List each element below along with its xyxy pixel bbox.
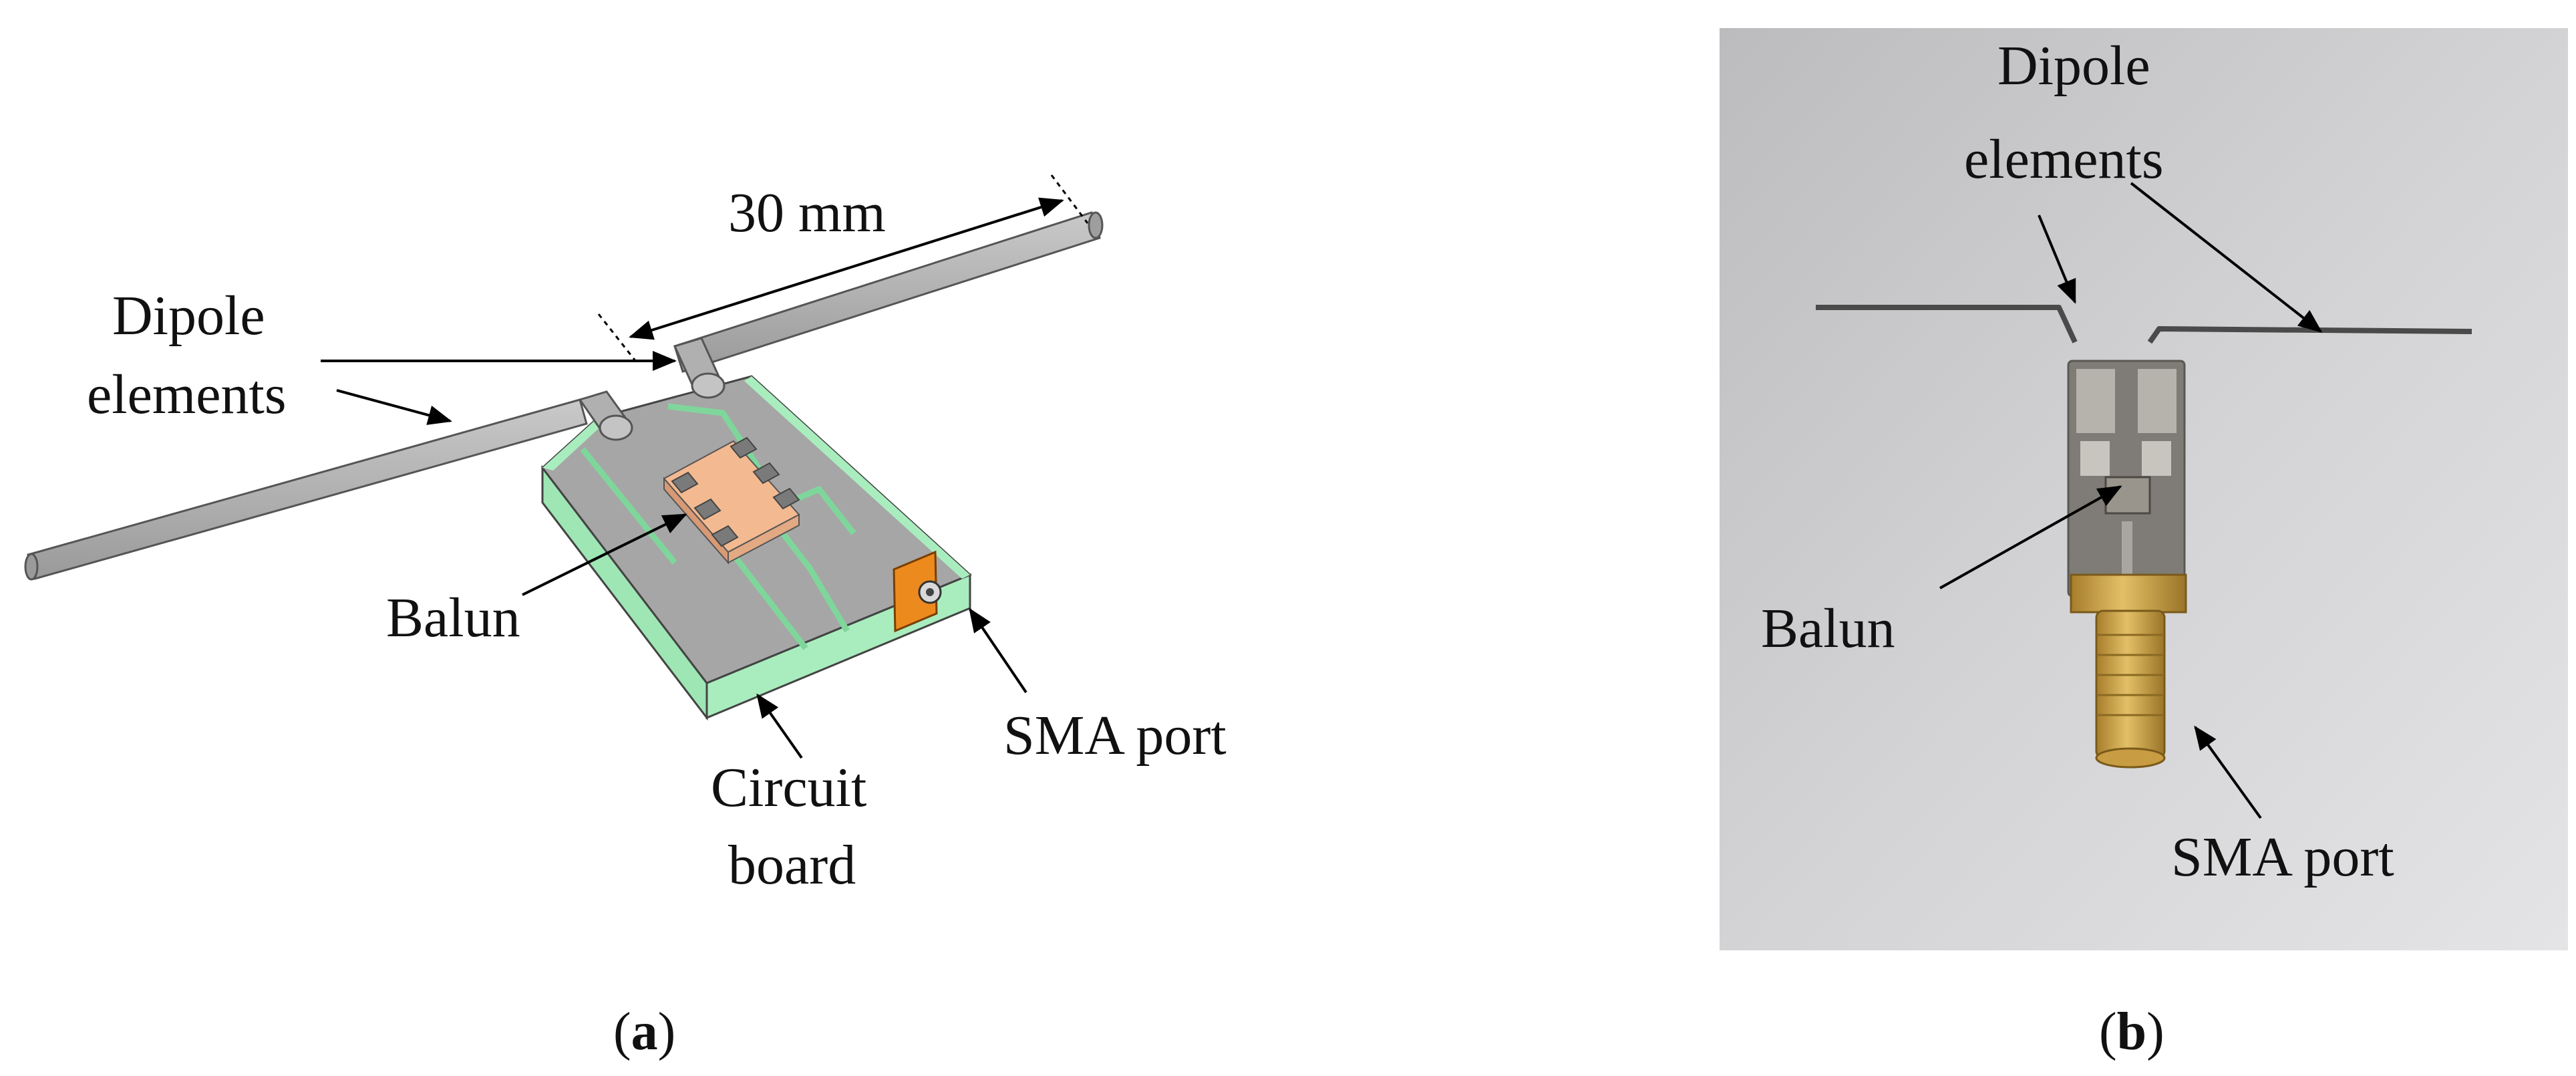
arrow-circuit-a [756,693,803,759]
label-dipole-elements-b: Dipole elements [1964,35,2323,333]
label-circuit-board-a: Circuit board [711,693,866,896]
dipole-rod-left [24,398,588,581]
arrow-dipole-b-2 [2130,182,2323,333]
label-sma-port-a: SMA port [969,608,1227,767]
label-balun-b-text: Balun [1761,597,1895,660]
panel-a-cad-model: 30 mm Dipole elements Balun SMA port Cir… [24,174,1227,1061]
label-dipole-elements-a: Dipole elements [87,285,677,426]
arrow-balun-b [1939,485,2122,589]
arrow-balun-a [522,513,687,596]
photo-sma-base [2070,573,2187,614]
photo-pcb-pad-4 [2142,441,2171,476]
photo-pcb-trace [2122,521,2132,588]
label-balun-b: Balun [1761,485,2122,660]
rod-right-end [1088,211,1104,239]
photo-sma-connector [2070,573,2187,769]
board-top-rim-left [542,418,605,470]
label-balun-text: Balun [386,587,520,649]
photo-pcb-pad-1 [2076,369,2115,433]
dimension-extension-left [597,313,640,366]
photo-sma-barrel [2095,610,2166,759]
label-sma-b-text: SMA port [2171,826,2394,888]
label-dipole-b-line1: Dipole [1997,35,2150,97]
balun-pad-1 [671,471,699,494]
balun-pad-2 [693,498,721,521]
label-balun-a: Balun [386,513,687,649]
sma-flange [893,550,938,633]
label-sma-text: SMA port [1003,704,1227,767]
dimension-label: 30 mm [728,182,886,244]
photo-wire-right [2147,326,2472,344]
label-dipole-b-line2: elements [1964,128,2164,190]
photo-pcb [2067,360,2186,597]
label-dipole-line1: Dipole [112,285,265,347]
arrow-dipole-b-1 [2038,215,2076,304]
sma-connector [893,550,942,633]
rod-left-end [24,553,39,581]
balun-top [663,440,800,553]
arrow-dipole-a-2 [336,389,452,425]
label-dipole-line2: elements [87,364,287,426]
stub-left-foot [599,414,633,441]
photo-sma-end [2095,747,2166,769]
dimension-30mm: 30 mm [597,174,1089,366]
panel-b-photograph: Dipole elements Balun SMA port (b) [1720,28,2568,1061]
balun-pad-3 [711,525,739,547]
balun-chip [663,436,800,565]
arrow-sma-b [2194,725,2262,819]
photo-dipole-wires [1816,305,2472,344]
photo-pcb-pad-2 [2138,369,2177,433]
label-circuit-line2: board [728,834,856,896]
stub-right-foot [691,372,726,399]
dipole-feed-stubs [578,337,726,441]
label-sma-port-b: SMA port [2171,725,2394,888]
dimension-extension-right [1050,174,1089,224]
photo-wire-left [1816,305,2078,344]
balun-pad-6 [772,487,800,510]
balun-pad-5 [752,462,780,485]
trace-1 [580,447,677,565]
rod-left-body [27,398,588,580]
balun-pad-4 [730,436,758,459]
label-circuit-line1: Circuit [711,757,866,819]
caption-b: (b) [2099,1002,2164,1061]
sma-pin [926,588,934,596]
board-top-rim-right [744,376,970,579]
trace-5 [726,546,808,650]
arrow-sma-a [969,608,1027,694]
dimension-arrow [629,197,1064,340]
photo-balun-chip [2104,476,2151,515]
photo-pcb-pad-3 [2080,441,2110,476]
caption-a: (a) [613,1002,675,1061]
